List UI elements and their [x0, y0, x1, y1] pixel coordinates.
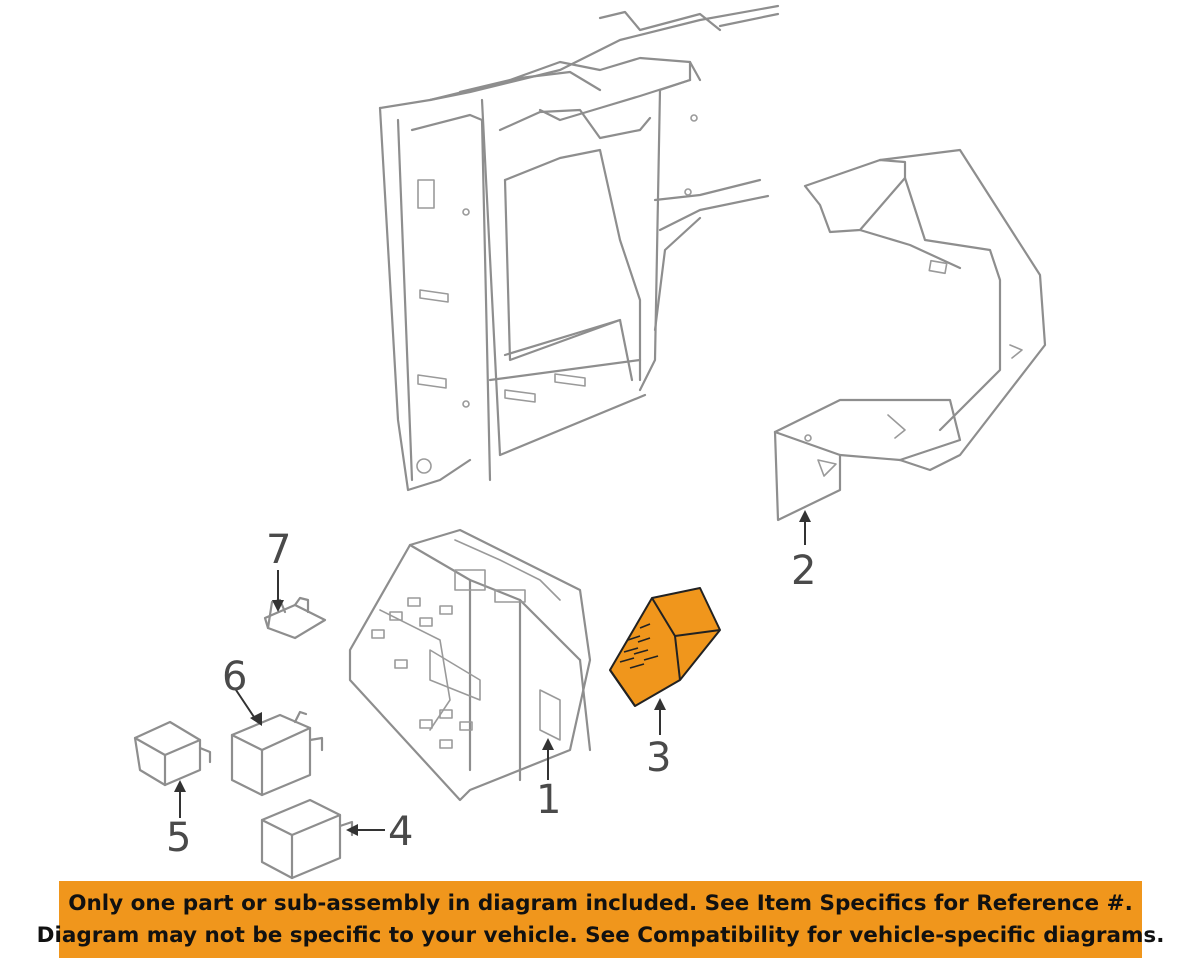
callout-4: 4	[388, 809, 413, 855]
callout-6: 6	[222, 654, 247, 700]
relay-part-4	[260, 798, 354, 880]
disclaimer-banner: Only one part or sub-assembly in diagram…	[37, 881, 1164, 958]
relay-part-3-highlighted	[609, 587, 721, 707]
relay-part-5	[133, 720, 212, 787]
parts-diagram: 7 6 5 4 1 3 2	[133, 4, 1047, 880]
bracket-part-2	[773, 148, 1047, 522]
fuse-box-part-1	[348, 528, 592, 802]
callout-3: 3	[646, 735, 671, 781]
relay-part-6	[230, 710, 324, 797]
dash-panel-structure	[378, 4, 780, 492]
callout-arrows	[174, 510, 811, 836]
callout-2: 2	[791, 548, 816, 594]
fuse-part-7	[263, 596, 327, 640]
disclaimer-line-2: Diagram may not be specific to your vehi…	[36, 922, 1165, 948]
callout-7: 7	[266, 527, 291, 573]
disclaimer-line-1: Only one part or sub-assembly in diagram…	[68, 890, 1133, 916]
callout-5: 5	[166, 815, 191, 861]
callout-1: 1	[536, 777, 561, 823]
